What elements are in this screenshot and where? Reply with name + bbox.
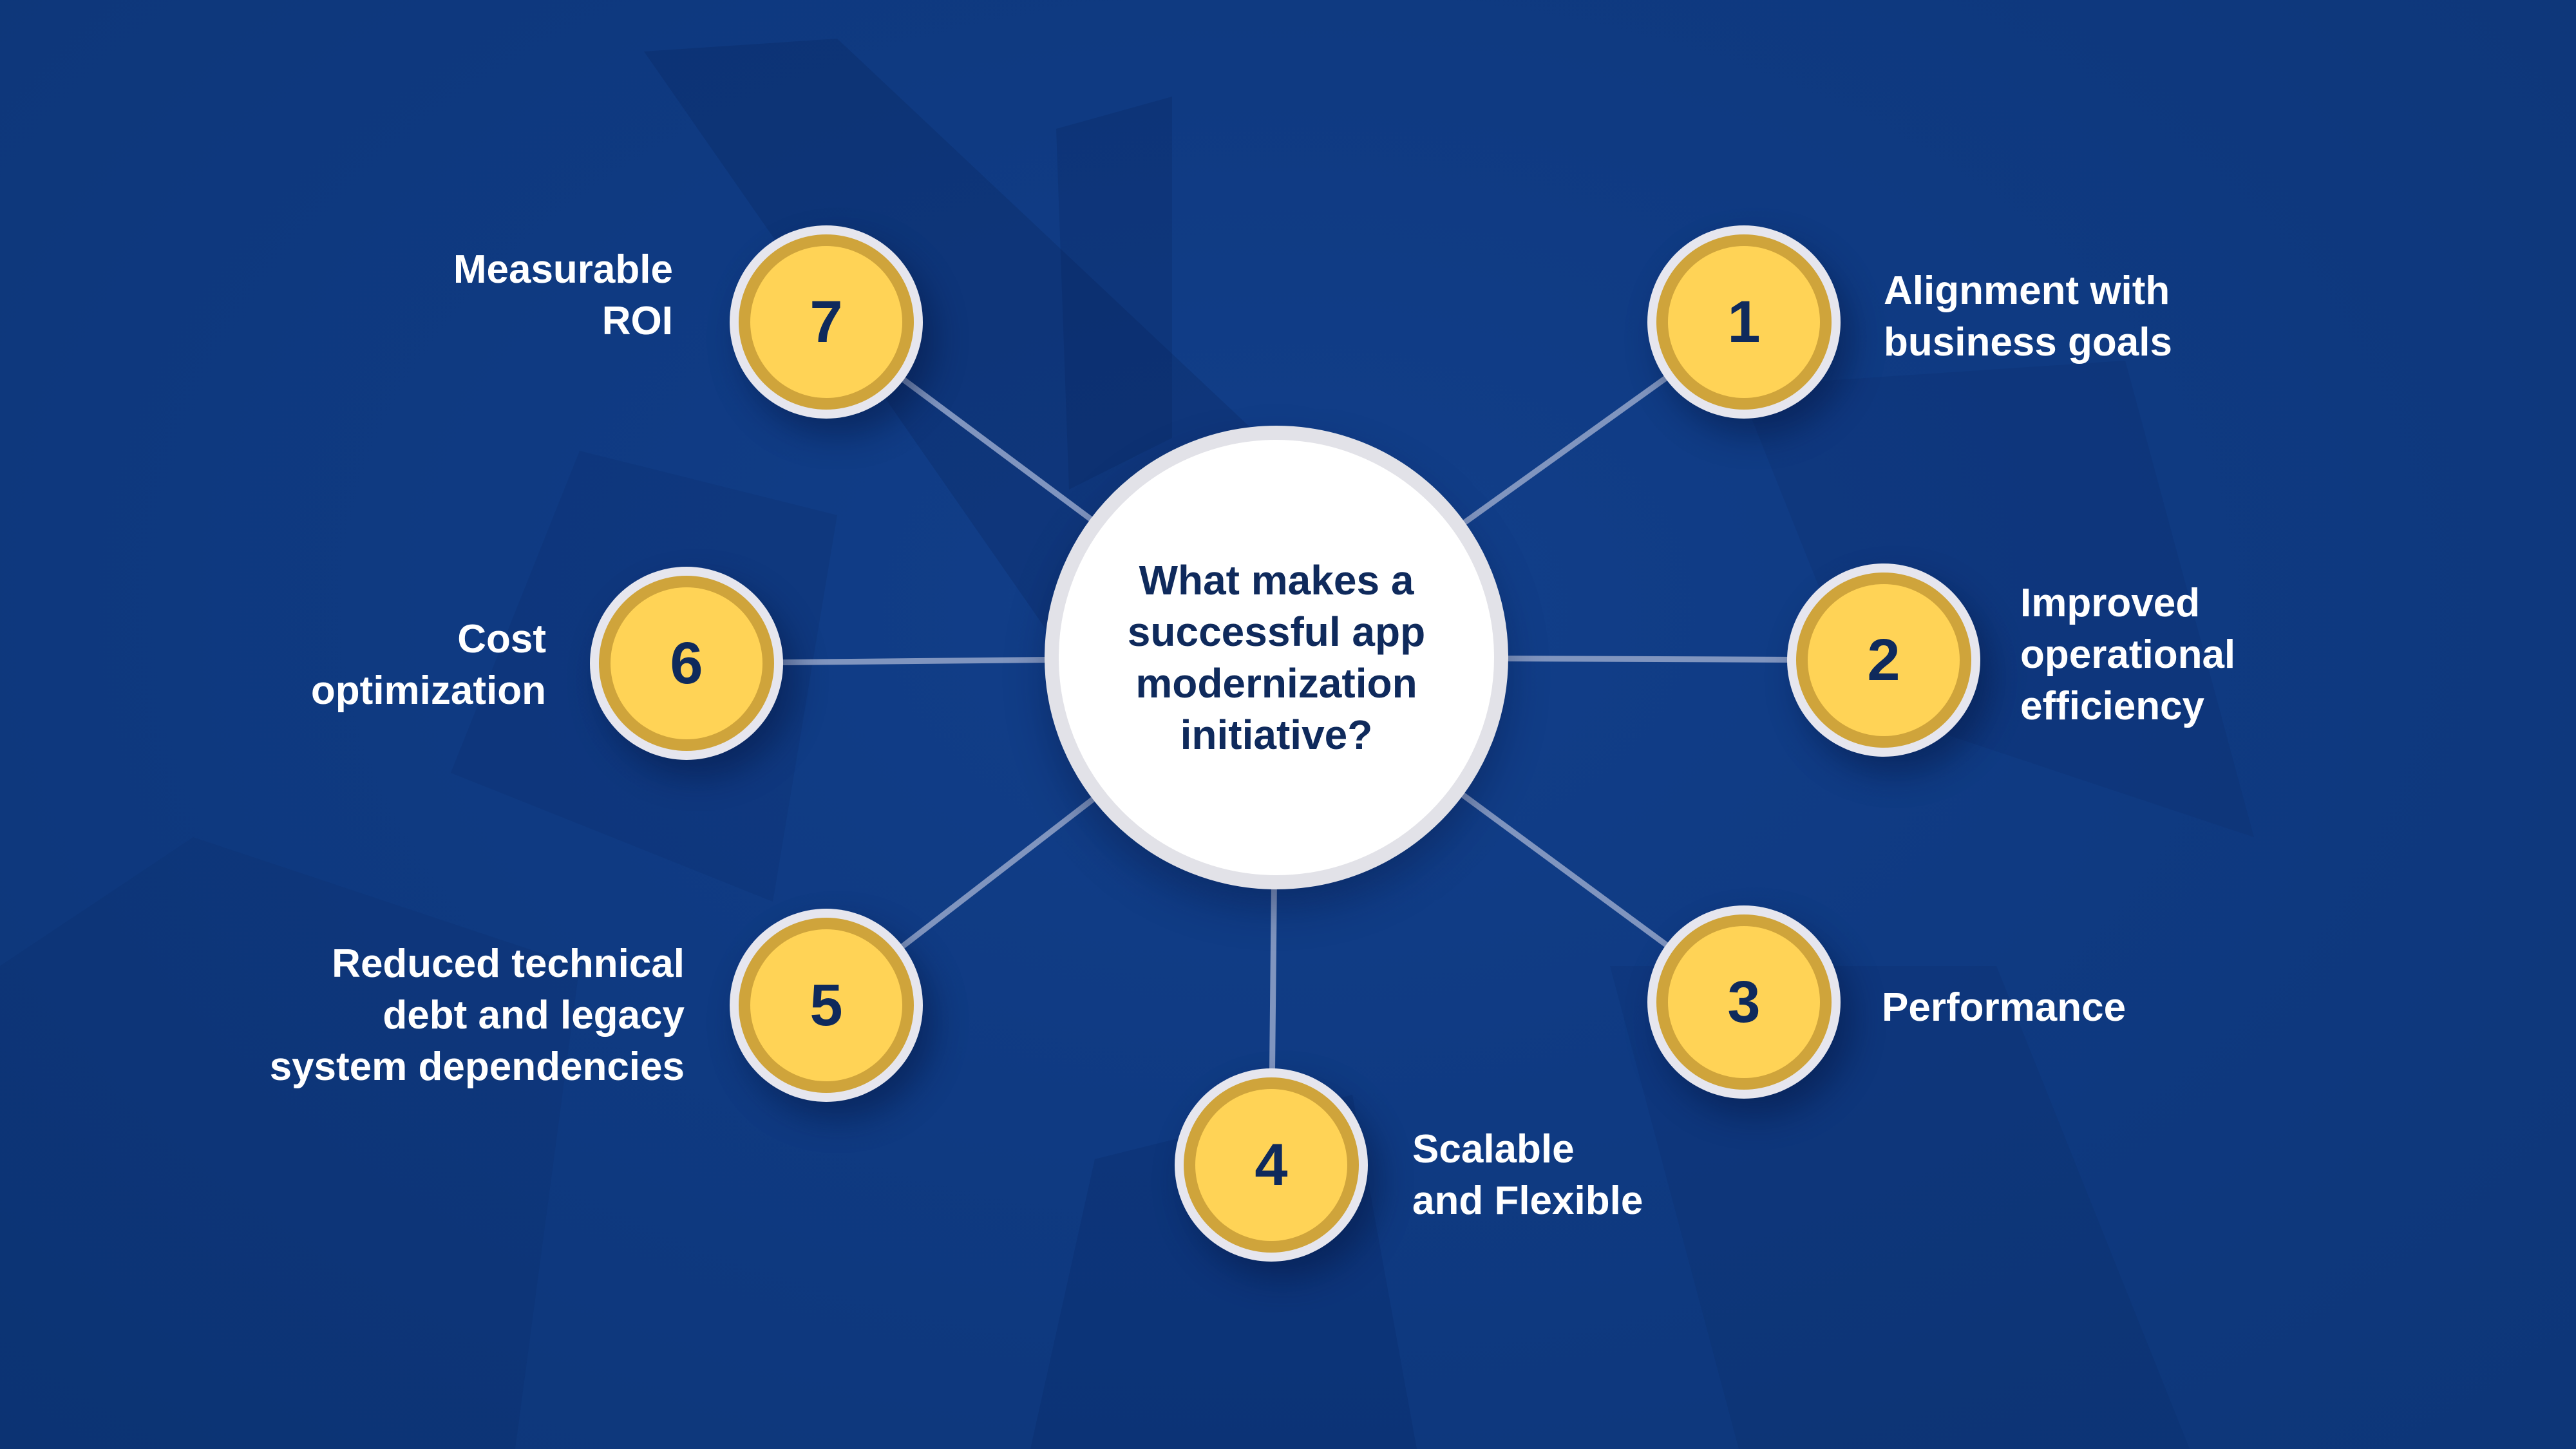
node-2: 2 xyxy=(1787,564,1980,757)
node-3: 3 xyxy=(1647,905,1841,1099)
central-question-line-4: initiative? xyxy=(1180,712,1373,758)
node-1-number: 1 xyxy=(1668,246,1820,398)
node-5: 5 xyxy=(730,909,923,1102)
node-1: 1 xyxy=(1647,225,1841,419)
node-5-number: 5 xyxy=(750,929,902,1081)
central-question: What makes a successful app modernizatio… xyxy=(1103,554,1450,761)
label-2: Improved operational efficiency xyxy=(2020,581,2236,728)
label-6: Cost optimization xyxy=(310,617,546,713)
node-4: 4 xyxy=(1175,1068,1368,1262)
node-3-number: 3 xyxy=(1668,926,1820,1078)
node-6-number: 6 xyxy=(611,587,762,739)
label-7: Measurable ROI xyxy=(453,247,673,343)
node-4-number: 4 xyxy=(1195,1089,1347,1241)
label-3: Performance xyxy=(1882,985,2126,1030)
node-2-number: 2 xyxy=(1808,584,1960,736)
label-5: Reduced technical debt and legacy system… xyxy=(269,942,685,1089)
node-7-number: 7 xyxy=(750,246,902,398)
node-7: 7 xyxy=(730,225,923,419)
central-question-line-3: modernization xyxy=(1135,660,1417,706)
central-question-circle: What makes a successful app modernizatio… xyxy=(1045,426,1508,889)
central-question-line-2: successful app xyxy=(1127,609,1426,655)
central-question-line-1: What makes a xyxy=(1139,557,1414,603)
node-6: 6 xyxy=(590,567,783,760)
label-4: Scalable and Flexible xyxy=(1412,1127,1643,1223)
label-1: Alignment with business goals xyxy=(1884,269,2172,365)
